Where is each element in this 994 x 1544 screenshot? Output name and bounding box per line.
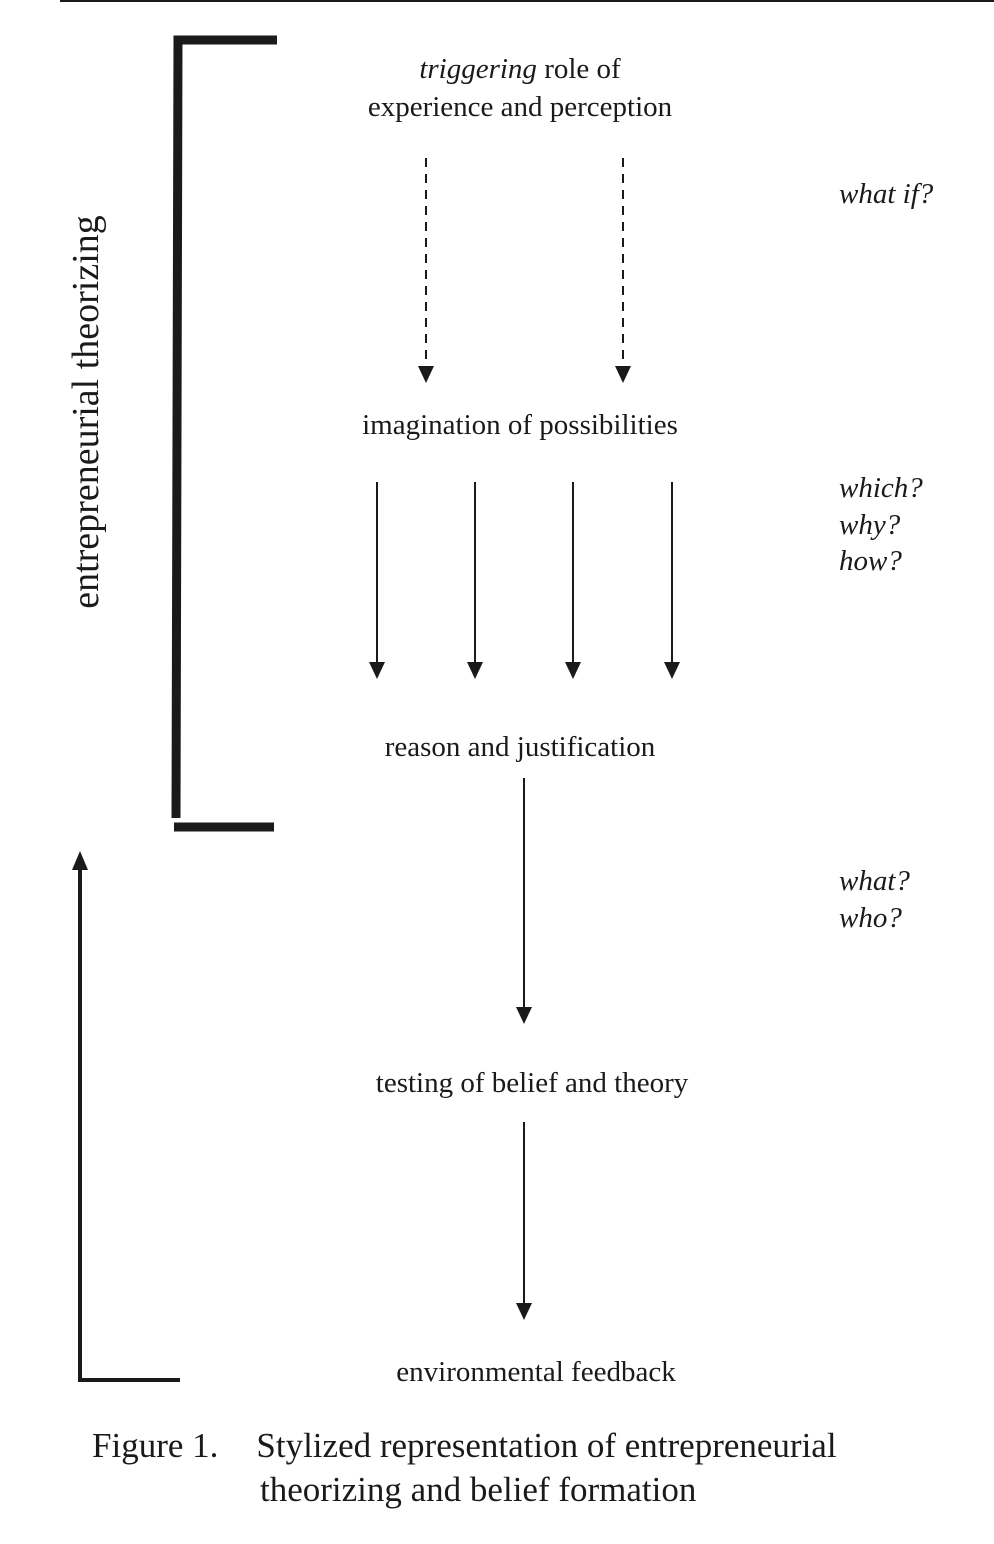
caption-line1: Stylized representation of entrepreneuri…	[256, 1426, 837, 1465]
solid-arrowhead-4	[664, 662, 680, 679]
node-trigger-line1: triggering role of	[320, 50, 720, 88]
feedback-loop-arrowhead	[72, 851, 88, 870]
node-trigger-line2: experience and perception	[367, 91, 673, 123]
question-how: how?	[839, 545, 902, 577]
solid-arrowhead-2	[467, 662, 483, 679]
question-what: what?	[839, 865, 910, 897]
arrowhead-reason-to-testing	[516, 1007, 532, 1024]
caption-line2: theorizing and belief formation	[260, 1470, 697, 1509]
feedback-loop-arrow	[78, 868, 180, 1382]
node-reason: reason and justification	[384, 731, 656, 763]
node-testing: testing of belief and theory	[375, 1067, 689, 1099]
dashed-arrowhead-right	[615, 366, 631, 383]
question-which: which?	[839, 472, 923, 504]
solid-arrowhead-3	[565, 662, 581, 679]
node-feedback: environmental feedback	[396, 1356, 676, 1388]
node-trigger: triggering role of experience and percep…	[320, 50, 720, 126]
theorizing-bracket	[171, 35, 277, 819]
solid-arrowhead-1	[369, 662, 385, 679]
node-trigger-italic: triggering	[419, 53, 537, 85]
node-trigger-rest: role of	[536, 53, 621, 85]
node-imagination: imagination of possibilities	[362, 409, 678, 441]
question-what-if: what if?	[839, 178, 934, 210]
caption-number: Figure 1.	[92, 1426, 219, 1465]
question-who: who?	[839, 902, 902, 934]
question-why: why?	[839, 509, 901, 541]
figure-caption: Figure 1. Stylized representation of entr…	[92, 1424, 837, 1512]
bracket-label: entrepreneurial theorizing	[65, 215, 107, 609]
dashed-arrowhead-left	[418, 366, 434, 383]
arrowhead-testing-to-feedback	[516, 1303, 532, 1320]
